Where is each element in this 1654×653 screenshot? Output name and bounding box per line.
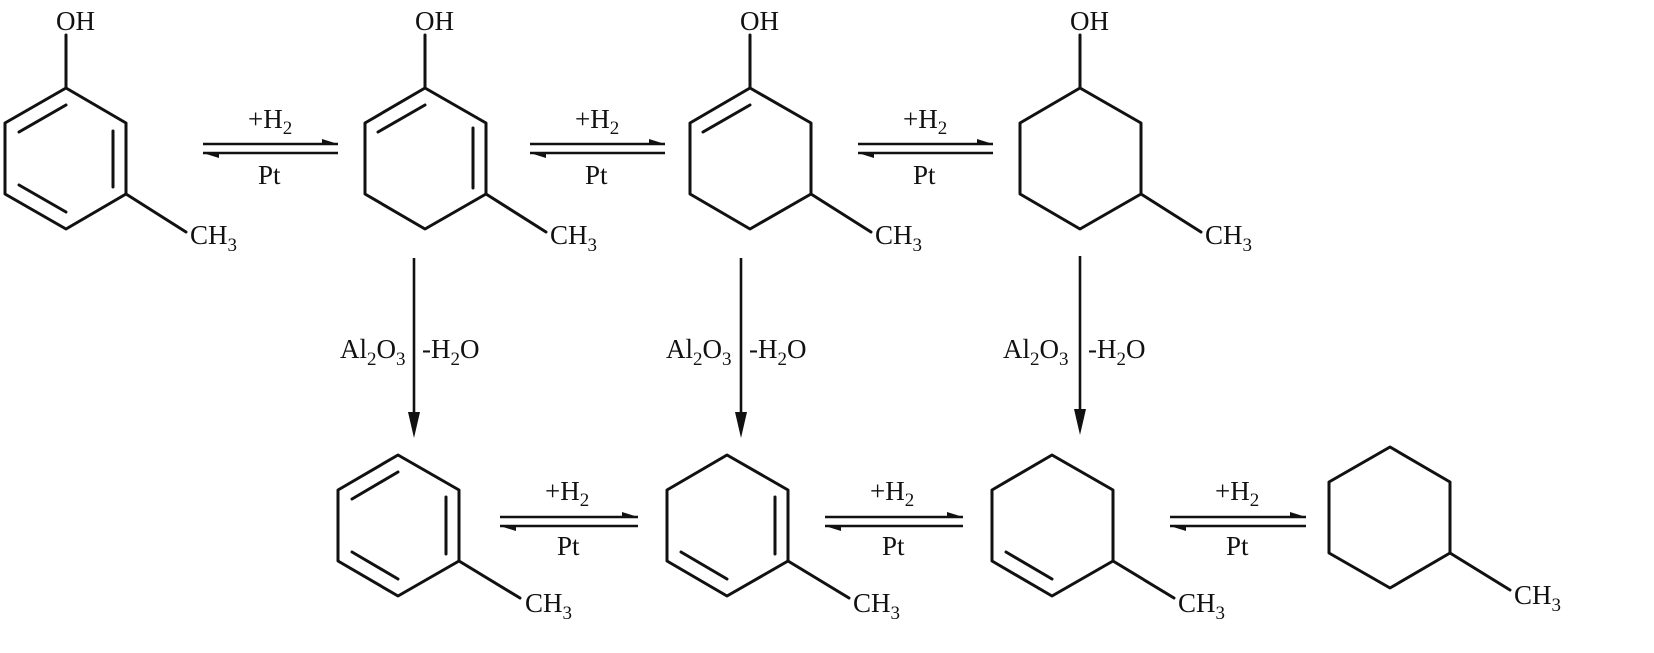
molecule-methylcyclohexanol: OH CH3 <box>1018 6 1252 256</box>
dehydration-arrow-3: Al2O3 -H2O <box>1003 256 1146 435</box>
molecule-m-cresol: OH CH3 <box>3 6 237 256</box>
ch3-label: CH3 <box>525 588 572 624</box>
pt-label: Pt <box>1226 531 1249 561</box>
h2-label: +H2 <box>870 476 914 511</box>
minus-h2o-label: -H2O <box>1088 334 1146 370</box>
pt-label: Pt <box>882 531 905 561</box>
molecule-methylcyclohexane: CH3 <box>1327 445 1561 616</box>
pt-label: Pt <box>557 531 580 561</box>
molecule-enol: OH CH3 <box>688 6 922 256</box>
h2-label: +H2 <box>248 104 292 139</box>
h2-label: +H2 <box>545 476 589 511</box>
h2-label: +H2 <box>1215 476 1259 511</box>
ch3-label: CH3 <box>190 220 237 256</box>
al2o3-label: Al2O3 <box>1003 334 1069 370</box>
minus-h2o-label: -H2O <box>749 334 807 370</box>
equilibrium-arrow-top-1: +H2 Pt <box>203 104 338 190</box>
equilibrium-arrow-top-2: +H2 Pt <box>530 104 665 190</box>
oh-label: OH <box>56 6 95 36</box>
dehydration-arrow-1: Al2O3 -H2O <box>340 258 480 438</box>
pt-label: Pt <box>913 160 936 190</box>
al2o3-label: Al2O3 <box>666 334 732 370</box>
molecule-dienol: OH CH3 <box>363 6 597 256</box>
equilibrium-arrow-bottom-3: +H2 Pt <box>1170 476 1306 561</box>
pt-label: Pt <box>258 160 281 190</box>
molecule-methylcyclohexadiene: CH3 <box>665 453 900 624</box>
molecule-methylcyclohexene: CH3 <box>990 453 1225 624</box>
ch3-label: CH3 <box>875 220 922 256</box>
ch3-label: CH3 <box>550 220 597 256</box>
minus-h2o-label: -H2O <box>422 334 480 370</box>
ch3-label: CH3 <box>1205 220 1252 256</box>
dehydration-arrow-2: Al2O3 -H2O <box>666 258 807 438</box>
ch3-label: CH3 <box>1514 580 1561 616</box>
h2-label: +H2 <box>575 104 619 139</box>
equilibrium-arrow-top-3: +H2 Pt <box>858 104 993 190</box>
equilibrium-arrow-bottom-1: +H2 Pt <box>500 476 638 561</box>
pt-label: Pt <box>585 160 608 190</box>
oh-label: OH <box>415 6 454 36</box>
h2-label: +H2 <box>903 104 947 139</box>
ch3-label: CH3 <box>853 588 900 624</box>
ch3-label: CH3 <box>1178 588 1225 624</box>
al2o3-label: Al2O3 <box>340 334 406 370</box>
oh-label: OH <box>740 6 779 36</box>
equilibrium-arrow-bottom-2: +H2 Pt <box>825 476 963 561</box>
molecule-toluene: CH3 <box>336 453 572 624</box>
oh-label: OH <box>1070 6 1109 36</box>
